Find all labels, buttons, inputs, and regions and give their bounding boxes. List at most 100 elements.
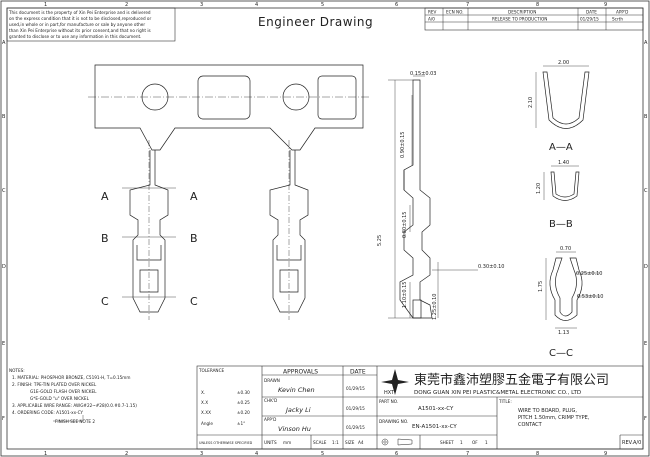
- checked-label: CHK'D: [264, 398, 277, 403]
- zone-col: 4: [255, 2, 258, 8]
- tolerance-key: X.: [201, 390, 205, 395]
- approvals-block: APPROVALS DATE DRAWN Kevin Chen 01/29/15…: [264, 369, 366, 446]
- zone-col: 3: [200, 451, 203, 457]
- zone-markers-top: 1 2 3 4 5 6 7 8 9: [44, 2, 607, 8]
- section-title-bb: B—B: [549, 219, 573, 230]
- note-line: 3. APPLICABLE WIRE RANGE: AWG#22~#28(0.0…: [12, 403, 137, 408]
- dim-120: 1.20: [536, 183, 542, 194]
- dim-030: 0.30±0.10: [478, 264, 504, 270]
- approved-signature: Vinson Hu: [278, 425, 311, 433]
- tolerance-value: ±0.20: [237, 410, 250, 415]
- zone-col: 7: [466, 2, 469, 8]
- section-aa-view: [535, 65, 590, 129]
- part-no-label: PART NO.: [379, 399, 398, 404]
- contact-crimp-right: [276, 245, 302, 293]
- part-block: PART NO. A1501-xx-CY DRAWING NO. EN-A150…: [379, 399, 641, 446]
- section-label-b-left: B: [101, 232, 109, 245]
- size-label: SIZE: [345, 440, 355, 445]
- dim-525: 5.25: [377, 235, 383, 246]
- zone-row: F: [2, 416, 5, 422]
- units-label: UNITS: [264, 440, 277, 445]
- approved-date: 01/29/15: [346, 425, 365, 430]
- dim-210: 2.10: [528, 97, 534, 108]
- note-line: FINISH SEE NOTE 2: [55, 419, 95, 424]
- revision-header: APP'D: [616, 10, 628, 15]
- tolerance-key: X.X: [201, 400, 208, 405]
- note-line: 4. ORDERING CODE: A1501-xx-CY: [12, 410, 83, 415]
- note-line: 1. MATERIAL: PHOSPHOR BRONZE, C5191-H, T…: [12, 375, 130, 380]
- zone-col: 1: [44, 451, 47, 457]
- tolerance-key: X.XX: [201, 410, 211, 415]
- dim-080: 0.80±0.15: [402, 212, 408, 238]
- section-label-a-left: A: [101, 190, 109, 203]
- zone-row: A: [2, 40, 6, 46]
- contact-crimp-left: [136, 245, 162, 293]
- scale-value: 1:1: [332, 440, 339, 445]
- section-bb-view: [543, 165, 580, 201]
- projection-symbol-icon: [381, 438, 413, 446]
- window-cutout: [317, 75, 357, 120]
- revision-cell: 01/29/15: [580, 17, 599, 22]
- section-label-c-left: C: [101, 295, 109, 308]
- units-value: mm: [283, 440, 291, 445]
- zone-col: 2: [125, 451, 128, 457]
- title-line: WIRE TO BOARD, PLUG,: [518, 408, 577, 414]
- contact-body-right: [269, 150, 309, 313]
- logo-letters: HXT: [384, 390, 395, 396]
- dim-090: 0.90±0.15: [400, 132, 406, 158]
- zone-row: E: [644, 341, 647, 347]
- drawing-no-label: DRAWING NO.: [379, 419, 408, 424]
- zone-row: D: [644, 264, 648, 270]
- section-bb-profile: [550, 171, 580, 201]
- section-cc-profile: [549, 257, 583, 321]
- zone-row: A: [644, 40, 648, 46]
- zone-col: 5: [321, 451, 324, 457]
- pilot-hole: [282, 83, 310, 111]
- side-profile: [399, 79, 433, 319]
- tolerance-value: ±0.30: [237, 390, 250, 395]
- zone-col: 5: [321, 2, 324, 8]
- note-line: G*E-GOLD "u" OVER NICKEL: [30, 396, 90, 401]
- rev-value: REV.A/0: [622, 440, 641, 446]
- of-label: OF: [472, 440, 478, 445]
- revision-cell: RELEASE TO PRODUCTION: [492, 17, 547, 22]
- section-cc-view: [545, 251, 600, 329]
- section-title-cc: C—C: [549, 348, 573, 359]
- zone-row: E: [2, 341, 5, 347]
- title-label: TITLE:: [498, 399, 512, 404]
- tolerance-header: TOLERANCE: [198, 368, 224, 373]
- zone-col: 4: [255, 451, 258, 457]
- dim-053: 0.53±0.10: [577, 294, 603, 300]
- drawn-date: 01/29/15: [346, 386, 365, 391]
- revision-table: REV ECN NO. DESCRIPTION DATE APP'D A/0 R…: [424, 7, 644, 31]
- notes-block: NOTES: 1. MATERIAL: PHOSPHOR BRONZE, C51…: [9, 368, 137, 424]
- approved-label: APP'D: [264, 417, 276, 422]
- dim-113: 1.13: [558, 330, 569, 336]
- tolerance-value: ±0.25: [237, 400, 250, 405]
- carrier-strip-outline: [94, 64, 364, 151]
- zone-row: D: [2, 264, 6, 270]
- ordering-code-leader: [53, 415, 84, 422]
- note-line: G1E-GOLD FLASH OVER NICKEL: [30, 389, 97, 394]
- title-line: PITCH 1.50mm, CRIMP TYPE,: [518, 415, 590, 421]
- section-markers: A A B B C C: [101, 190, 198, 308]
- dim-025: 0.25±0.10: [576, 271, 602, 277]
- tolerance-footer: UNLESS OTHERWISE SPECIFIED: [199, 441, 253, 445]
- part-no-value: A1501-xx-CY: [418, 406, 454, 412]
- zone-row: F: [644, 416, 647, 422]
- dim-070: 0.70: [560, 246, 571, 252]
- zone-col: 8: [536, 2, 539, 8]
- notes-title: NOTES:: [9, 368, 25, 373]
- sheet-label: SHEET: [440, 440, 454, 445]
- revision-cell: Scrth: [612, 17, 623, 22]
- notice-line: This document is the property of Xin Pei…: [8, 10, 151, 15]
- dim-110: 1.10±0.15: [402, 282, 408, 308]
- window-cutout: [197, 75, 251, 120]
- revision-header: ECN NO.: [446, 10, 464, 15]
- pilot-hole: [141, 83, 169, 111]
- section-label-a-right: A: [190, 190, 198, 203]
- zone-markers-bottom: 1 2 3 4 5 6 7 8 9: [44, 451, 607, 457]
- note-line: 2. FINISH: TPE-TIN PLATED OVER NICKEL: [12, 382, 97, 387]
- revision-cell: A/0: [428, 17, 435, 22]
